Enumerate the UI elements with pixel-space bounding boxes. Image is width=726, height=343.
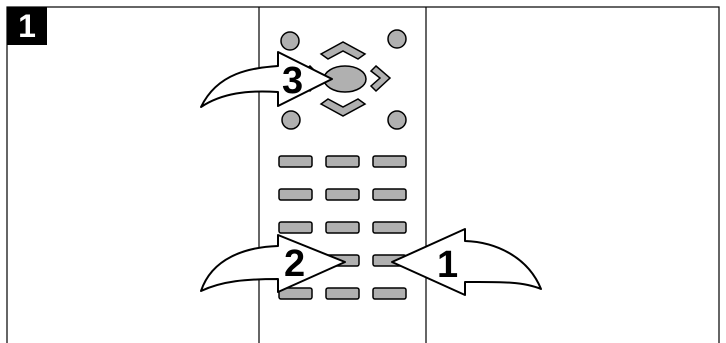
nav-down-button: [321, 99, 365, 116]
grid-button: [326, 189, 359, 200]
grid-button: [279, 156, 312, 167]
figure-frame: [7, 7, 719, 343]
round-button-bottom-right: [388, 111, 406, 129]
nav-right-button: [371, 66, 390, 91]
round-button-top-right: [388, 30, 406, 48]
round-button-top-left: [281, 32, 299, 50]
grid-button: [326, 156, 359, 167]
grid-button: [373, 156, 406, 167]
callout-label-3: 3: [282, 60, 303, 102]
grid-button: [279, 222, 312, 233]
grid-button: [373, 288, 406, 299]
callout-arrow-3: [201, 52, 332, 107]
callout-label-1: 1: [437, 244, 458, 286]
callout-label-2: 2: [284, 243, 305, 285]
nav-up-button: [321, 42, 365, 59]
grid-button: [279, 189, 312, 200]
grid-button: [373, 189, 406, 200]
grid-button: [326, 222, 359, 233]
grid-button: [373, 222, 406, 233]
callout-arrow-2: [201, 235, 345, 292]
callout-arrow-1: [392, 229, 541, 295]
round-button-bottom-left: [282, 111, 300, 129]
grid-button: [326, 288, 359, 299]
